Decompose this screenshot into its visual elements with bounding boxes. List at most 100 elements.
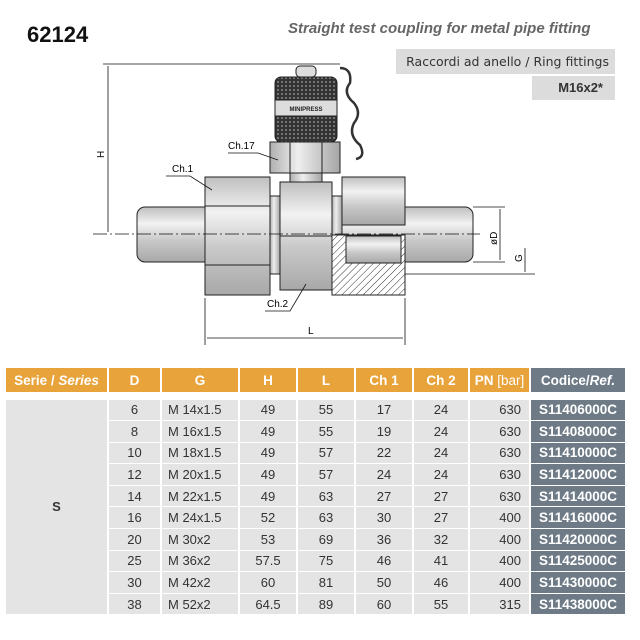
product-title: Straight test coupling for metal pipe fi…: [288, 20, 591, 37]
cell-l: 63: [297, 485, 356, 508]
cell-g: M 16x1.5: [161, 420, 240, 443]
cell-ref: S11416000C: [530, 506, 627, 530]
cell-d: 25: [108, 550, 162, 573]
cell-ch2: 41: [413, 550, 470, 573]
cell-l: 57: [297, 442, 356, 465]
cell-l: 69: [297, 528, 356, 551]
ch17-label: Ch.17: [228, 141, 255, 152]
cell-h: 57.5: [239, 550, 298, 573]
spec-table: Serie / Series D G H L Ch 1 Ch 2 PN [bar…: [6, 368, 627, 616]
col-pn: PN [bar]: [469, 368, 531, 392]
cell-g: M 20x1.5: [161, 463, 240, 486]
col-ref: Codice/Ref.: [530, 368, 627, 392]
chain: [339, 66, 364, 161]
cell-ch1: 22: [355, 442, 414, 465]
cell-ch1: 60: [355, 593, 414, 616]
col-ch2: Ch 2: [413, 368, 470, 392]
cell-ch1: 46: [355, 550, 414, 573]
cell-ref: S11420000C: [530, 528, 627, 551]
cell-l: 57: [297, 463, 356, 486]
cell-pn: 400: [469, 550, 531, 573]
cell-ref: S11438000C: [530, 593, 627, 616]
dim-h-label: H: [96, 151, 107, 158]
dim-l-label: L: [308, 326, 314, 337]
col-d: D: [108, 368, 162, 392]
cell-d: 10: [108, 442, 162, 465]
cell-d: 14: [108, 485, 162, 508]
cell-ch1: 27: [355, 485, 414, 508]
cell-ref: S11408000C: [530, 420, 627, 443]
thread-label: M16x2*: [532, 76, 615, 100]
cell-g: M 42x2: [161, 571, 240, 594]
cell-ch1: 50: [355, 571, 414, 594]
cell-l: 89: [297, 593, 356, 616]
col-g: G: [161, 368, 240, 392]
cell-d: 6: [108, 399, 162, 422]
brand-label: MINIPRESS: [289, 107, 322, 113]
series-cell: S: [6, 399, 109, 616]
cell-ch2: 46: [413, 571, 470, 594]
dim-d-label: øD: [489, 232, 500, 245]
cell-ch2: 24: [413, 420, 470, 443]
cell-l: 55: [297, 420, 356, 443]
cell-ch2: 32: [413, 528, 470, 551]
cell-pn: 630: [469, 420, 531, 443]
cell-ref: S11410000C: [530, 442, 627, 465]
cell-h: 52: [239, 506, 298, 530]
cell-pn: 630: [469, 442, 531, 465]
cell-ref: S11414000C: [530, 485, 627, 508]
col-l: L: [297, 368, 356, 392]
ch1-label: Ch.1: [172, 164, 194, 175]
cell-ch1: 30: [355, 506, 414, 530]
cell-g: M 14x1.5: [161, 399, 240, 422]
nut-ch17: [269, 141, 341, 174]
col-ch1: Ch 1: [355, 368, 414, 392]
cell-ch2: 27: [413, 485, 470, 508]
nut-ch1: [204, 176, 271, 296]
cell-ref: S11406000C: [530, 399, 627, 422]
cell-l: 63: [297, 506, 356, 530]
dim-g-label: G: [514, 254, 525, 262]
technical-drawing: MINIPRESS H L øD G Ch.1 Ch.17 Ch.2: [93, 63, 535, 345]
cell-ref: S11412000C: [530, 463, 627, 486]
ch2-label: Ch.2: [267, 299, 289, 310]
cell-h: 49: [239, 399, 298, 422]
nut-right: [341, 176, 406, 226]
cell-h: 64.5: [239, 593, 298, 616]
cell-g: M 22x1.5: [161, 485, 240, 508]
cell-h: 49: [239, 442, 298, 465]
cell-pn: 630: [469, 485, 531, 508]
cell-g: M 52x2: [161, 593, 240, 616]
cell-ch2: 55: [413, 593, 470, 616]
cell-ch2: 24: [413, 442, 470, 465]
product-code: 62124: [27, 22, 89, 47]
cell-d: 20: [108, 528, 162, 551]
cell-g: M 24x1.5: [161, 506, 240, 530]
cell-l: 81: [297, 571, 356, 594]
cell-d: 30: [108, 571, 162, 594]
cell-h: 49: [239, 485, 298, 508]
col-h: H: [239, 368, 298, 392]
cell-d: 16: [108, 506, 162, 530]
cell-d: 12: [108, 463, 162, 486]
table-header-row: Serie / Series D G H L Ch 1 Ch 2 PN [bar…: [6, 368, 627, 392]
cell-d: 8: [108, 420, 162, 443]
cell-ch1: 36: [355, 528, 414, 551]
cell-d: 38: [108, 593, 162, 616]
cell-ch1: 19: [355, 420, 414, 443]
category-label: Raccordi ad anello / Ring fittings: [396, 49, 615, 74]
cell-pn: 630: [469, 463, 531, 486]
cell-h: 49: [239, 463, 298, 486]
cell-g: M 30x2: [161, 528, 240, 551]
cell-h: 60: [239, 571, 298, 594]
